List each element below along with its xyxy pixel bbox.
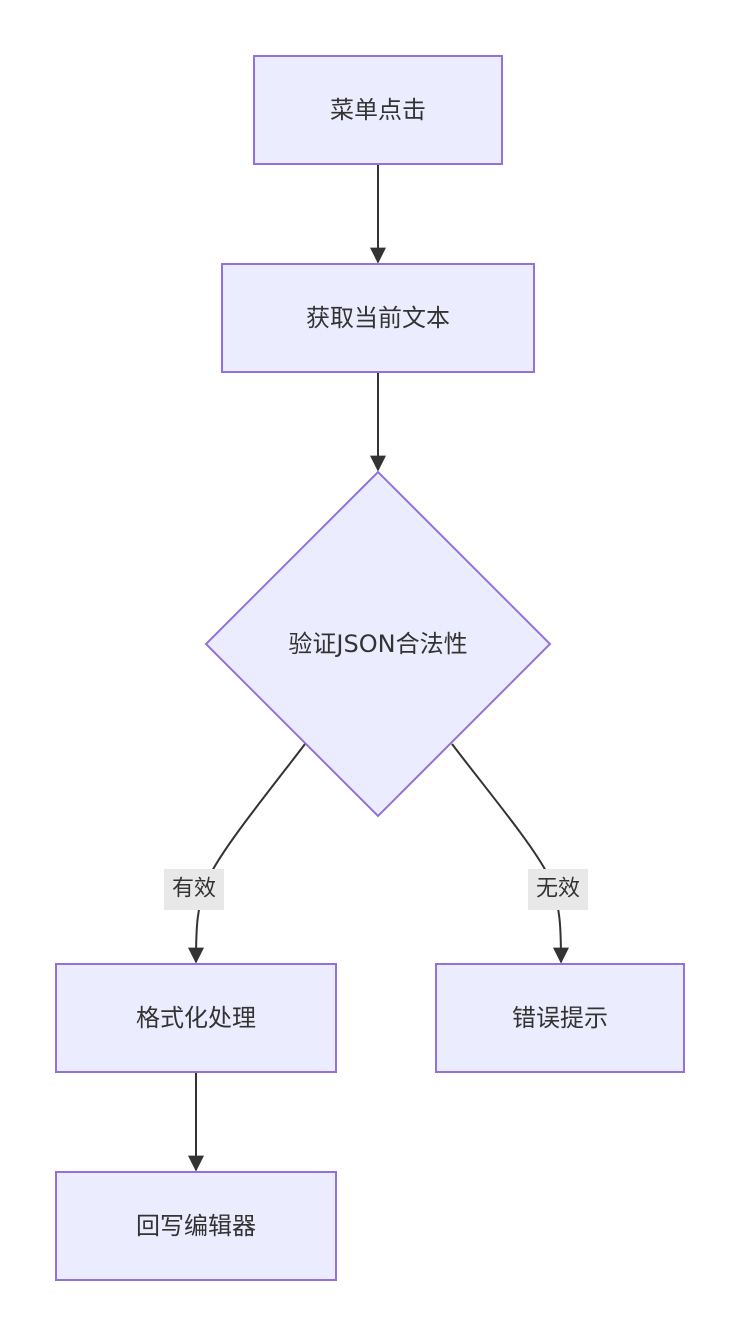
node-format[interactable]: 格式化处理 — [55, 963, 337, 1073]
edge-label-valid: 有效 — [164, 869, 224, 910]
edge-validate-to-format — [188, 743, 306, 964]
edge-validate-to-error — [451, 743, 569, 964]
node-validate-json-label: 验证JSON合法性 — [288, 630, 467, 658]
node-get-text-label: 获取当前文本 — [306, 304, 450, 332]
node-error-tip[interactable]: 错误提示 — [435, 963, 685, 1073]
edge-label-invalid-text: 无效 — [536, 877, 580, 902]
node-menu-click-label: 菜单点击 — [330, 96, 426, 124]
node-menu-click[interactable]: 菜单点击 — [253, 55, 503, 165]
edge-label-valid-text: 有效 — [172, 877, 216, 902]
node-write-back[interactable]: 回写编辑器 — [55, 1171, 337, 1281]
node-format-label: 格式化处理 — [136, 1004, 256, 1032]
node-error-tip-label: 错误提示 — [512, 1004, 608, 1032]
edge-label-invalid: 无效 — [528, 869, 588, 910]
node-validate-json[interactable]: 验证JSON合法性 — [204, 470, 552, 818]
node-write-back-label: 回写编辑器 — [136, 1212, 256, 1240]
node-get-text[interactable]: 获取当前文本 — [221, 263, 535, 373]
